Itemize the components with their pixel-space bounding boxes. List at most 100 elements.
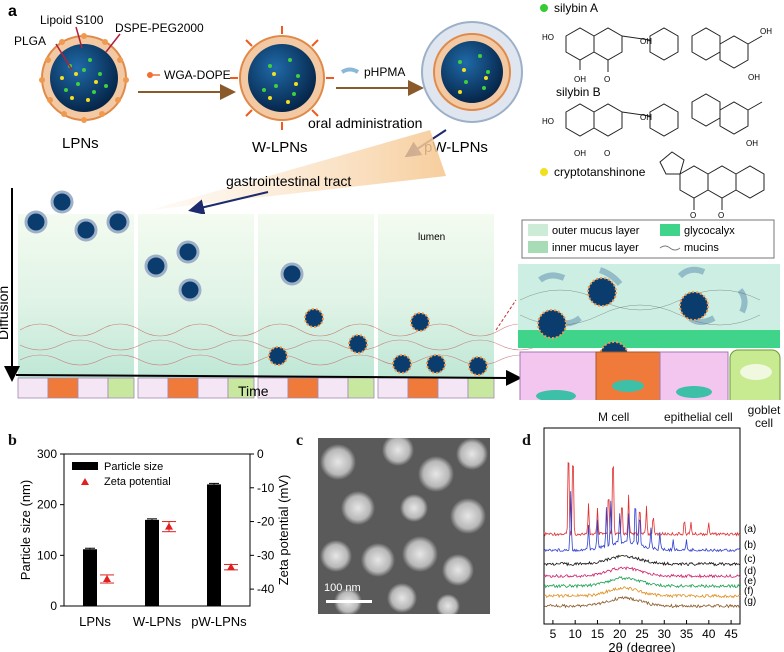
- d-series-line: [543, 586, 741, 599]
- d-series-label: (d): [744, 566, 756, 577]
- svg-text:O: O: [690, 211, 696, 220]
- b-bar: [145, 519, 159, 606]
- d-series-line: [543, 576, 741, 589]
- b-ytick-label: 0: [50, 599, 57, 613]
- panel-d-letter: d: [522, 432, 531, 449]
- zoom-panel: [495, 264, 781, 400]
- b-zeta-point: [165, 522, 173, 530]
- label-lipoid: Lipoid S100: [40, 13, 104, 27]
- tem-image: 100 nm: [318, 438, 490, 614]
- label-plga: PLGA: [14, 34, 46, 48]
- label-time: Time: [238, 383, 269, 399]
- cryptotanshinone-dot: [540, 168, 548, 176]
- svg-text:O: O: [604, 75, 610, 84]
- b-y2tick-label: -10: [257, 481, 275, 495]
- svg-text:O: O: [718, 211, 724, 220]
- b-ytick-label: 300: [37, 447, 57, 461]
- silybin-a-structure: [565, 27, 763, 72]
- b-bars: [83, 482, 221, 606]
- svg-text:O: O: [604, 149, 610, 158]
- label-epithelial-cell: epithelial cell: [664, 410, 733, 424]
- d-xtick-label: 30: [658, 627, 672, 641]
- b-legend-label-size: Particle size: [104, 461, 163, 473]
- b-legend-swatch-zeta: [81, 478, 89, 485]
- legend-glycocalyx: glycocalyx: [684, 225, 735, 237]
- cryptotanshinone-structure: [659, 151, 765, 210]
- phpma-icon: [340, 67, 360, 74]
- b-y2tick-label: 0: [257, 447, 264, 461]
- b-ytick-label: 100: [37, 548, 57, 562]
- d-series-line: [543, 566, 741, 579]
- b-ytick-label: 200: [37, 498, 57, 512]
- d-xtick-label: 20: [613, 627, 627, 641]
- label-diffusion: Diffusion: [0, 286, 11, 340]
- b-xtick-label: W-LPNs: [133, 614, 182, 629]
- b-legend-swatch-size: [72, 462, 98, 470]
- d-xtick-label: 10: [569, 627, 583, 641]
- svg-text:OH: OH: [746, 139, 758, 148]
- svg-text:OH: OH: [640, 37, 652, 46]
- legend-inner: inner mucus layer: [552, 242, 639, 254]
- d-series-labels: (a) (b) (c)(d)(e)(f)(g): [744, 524, 756, 607]
- b-legend-label-zeta: Zeta potential: [104, 476, 171, 488]
- panel-b-letter: b: [8, 432, 17, 449]
- label-lpns: LPNs: [62, 135, 99, 152]
- pw-lpn-particle: [421, 21, 523, 123]
- b-xtick-label: pW-LPNs: [191, 614, 247, 629]
- label-pw-lpns: pW-LPNs: [424, 139, 488, 156]
- b-bar: [83, 549, 97, 606]
- mucus-timeline: lumen: [17, 190, 541, 399]
- svg-text:OH: OH: [574, 75, 586, 84]
- panel-a-schematic: a Lipoid S100 PLGA DSPE-PEG2000 LPNs WGA…: [0, 1, 781, 400]
- lpn-particle: [39, 33, 129, 123]
- legend-outer: outer mucus layer: [552, 225, 640, 237]
- label-dspe-peg: DSPE-PEG2000: [115, 21, 204, 35]
- svg-text:OH: OH: [574, 149, 586, 158]
- svg-text:HO: HO: [542, 117, 554, 126]
- svg-text:OH: OH: [748, 73, 760, 82]
- d-xtick-label: 25: [635, 627, 649, 641]
- b-zeta-point: [227, 563, 235, 571]
- scale-bar-label: 100 nm: [324, 582, 361, 594]
- label-goblet-cell: goblet cell: [747, 403, 781, 430]
- d-xtick-label: 15: [591, 627, 605, 641]
- silybin-a-dot: [540, 4, 548, 12]
- panel-c-letter: c: [296, 432, 304, 449]
- label-w-lpns: W-LPNs: [252, 139, 308, 156]
- d-lines: [543, 461, 741, 609]
- d-series-label: (e): [744, 576, 756, 587]
- d-series-label: (b): [744, 540, 756, 551]
- d-xtick-label: 35: [680, 627, 694, 641]
- d-xtick-label: 40: [702, 627, 716, 641]
- b-y2label: Zeta potential (mV): [276, 475, 291, 586]
- label-oral-admin: oral administration: [308, 115, 422, 131]
- d-frame: [543, 427, 741, 625]
- d-xtick-label: 5: [550, 627, 557, 641]
- d-series-label: (c): [744, 554, 756, 565]
- label-silybin-b: silybin B: [556, 85, 601, 99]
- scale-bar: [326, 600, 372, 603]
- b-y2tick-label: -20: [257, 515, 275, 529]
- svg-text:OH: OH: [760, 27, 772, 36]
- label-cryptotanshinone: cryptotanshinone: [554, 165, 646, 179]
- w-lpn-particle: [230, 26, 334, 130]
- label-silybin-a: silybin A: [554, 1, 598, 15]
- label-gi-tract: gastrointestinal tract: [226, 173, 351, 189]
- b-bar: [207, 484, 221, 606]
- b-zeta-points: [100, 521, 238, 584]
- d-series-label: (g): [744, 596, 756, 607]
- d-series-line: [543, 554, 741, 567]
- d-series-label: (a): [744, 524, 756, 535]
- silybin-b-structure: [565, 93, 763, 137]
- b-zeta-point: [103, 574, 111, 582]
- d-series-line: [543, 595, 741, 609]
- legend-mucins: mucins: [684, 242, 719, 254]
- label-wga-dope: WGA-DOPE: [164, 68, 231, 82]
- label-m-cell: M cell: [598, 410, 630, 424]
- d-series-label: (f): [744, 586, 753, 597]
- label-phpma: pHPMA: [364, 65, 405, 79]
